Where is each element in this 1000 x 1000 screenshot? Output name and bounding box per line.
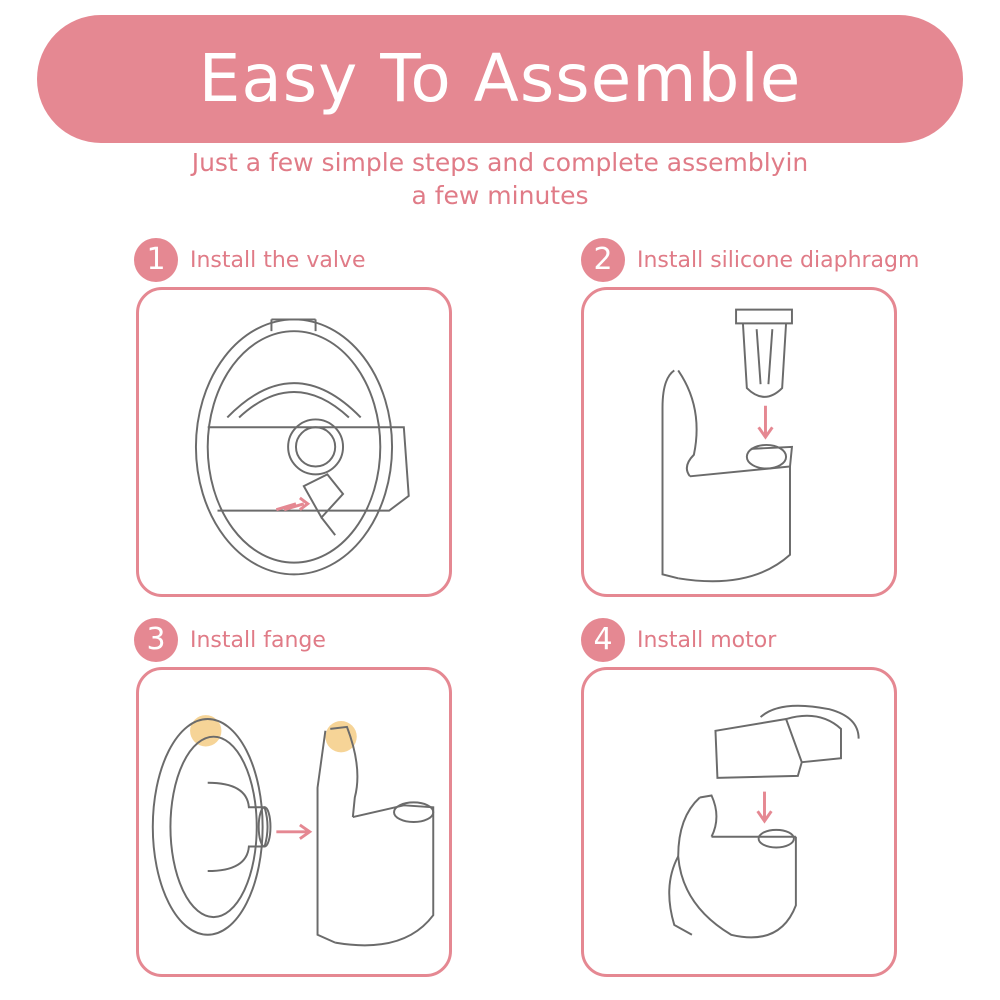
page-title: Easy To Assemble xyxy=(198,40,802,117)
step-4-panel xyxy=(581,667,897,977)
step-4-label: Install motor xyxy=(637,627,777,653)
step-2-number-badge: 2 xyxy=(581,238,625,282)
step-1-label: Install the valve xyxy=(190,247,366,273)
step-3-header: 3 Install fange xyxy=(134,618,326,662)
motor-install-icon xyxy=(668,704,860,939)
step-1-number-badge: 1 xyxy=(134,238,178,282)
step-2-header: 2 Install silicone diaphragm xyxy=(581,238,919,282)
valve-install-icon xyxy=(194,318,410,576)
step-1-panel xyxy=(136,287,452,597)
diaphragm-install-icon xyxy=(661,308,794,583)
title-banner: Easy To Assemble xyxy=(37,15,963,143)
step-4-number-badge: 4 xyxy=(581,618,625,662)
step-2-label: Install silicone diaphragm xyxy=(637,247,920,273)
step-3-number-badge: 3 xyxy=(134,618,178,662)
subtitle-line-1: Just a few simple steps and complete ass… xyxy=(191,148,809,177)
step-4-header: 4 Install motor xyxy=(581,618,776,662)
flange-install-icon xyxy=(151,715,435,947)
step-2-panel xyxy=(581,287,897,597)
subtitle: Just a few simple steps and complete ass… xyxy=(120,146,880,212)
step-1-header: 1 Install the valve xyxy=(134,238,365,282)
subtitle-line-2: a few minutes xyxy=(411,181,589,210)
step-3-panel xyxy=(136,667,452,977)
step-3-label: Install fange xyxy=(190,627,326,653)
